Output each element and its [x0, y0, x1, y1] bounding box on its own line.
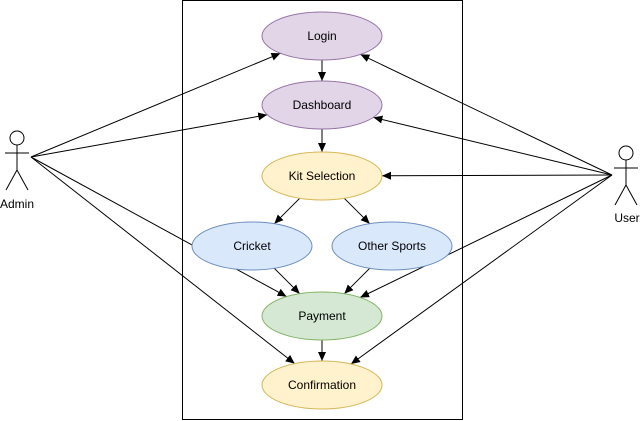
use-case-kit-selection-shape — [261, 151, 383, 201]
relation-other-sports-to-payment — [343, 267, 371, 295]
use-case-payment-label: Payment — [298, 309, 346, 323]
use-case-other-sports[interactable]: Other Sports — [331, 221, 453, 271]
relation-user-to-dashboard — [373, 115, 613, 176]
use-case-dashboard-label: Dashboard — [293, 98, 352, 112]
use-case-login-label: Login — [307, 29, 336, 43]
use-case-confirmation-label: Confirmation — [288, 378, 356, 392]
relation-admin-to-payment — [30, 156, 287, 298]
relation-user-to-confirmation — [350, 174, 613, 365]
relation-user-to-kit-selection — [381, 171, 613, 180]
actor-admin-head — [9, 130, 25, 146]
use-case-cricket-shape — [191, 221, 313, 271]
use-case-login-shape — [261, 11, 383, 61]
use-case-dashboard-shape — [261, 80, 383, 130]
use-case-payment[interactable]: Payment — [261, 291, 383, 341]
system-boundary — [182, 0, 463, 420]
actor-user-right-leg — [625, 184, 638, 206]
relation-cricket-to-payment — [273, 267, 301, 295]
use-case-kit-selection[interactable]: Kit Selection — [261, 151, 383, 201]
use-case-cricket-label: Cricket — [233, 239, 271, 253]
use-case-kit-selection-label: Kit Selection — [289, 169, 356, 183]
use-case-payment-shape — [261, 291, 383, 341]
relation-admin-to-login — [30, 52, 281, 158]
relation-kit-selection-to-cricket — [273, 197, 301, 225]
relation-user-to-payment — [359, 174, 613, 298]
use-case-login[interactable]: Login — [261, 11, 383, 61]
relation-admin-to-dashboard — [30, 112, 268, 158]
use-case-other-sports-label: Other Sports — [358, 239, 426, 253]
actor-user-head — [618, 145, 634, 161]
relation-user-to-login — [360, 53, 613, 176]
actor-user[interactable] — [614, 145, 638, 206]
use-case-cricket[interactable]: Cricket — [191, 221, 313, 271]
actor-user-label: User — [614, 211, 639, 225]
actor-admin-right-leg — [16, 169, 29, 191]
use-case-other-sports-shape — [331, 221, 453, 271]
use-case-confirmation[interactable]: Confirmation — [261, 360, 383, 410]
actor-user-left-leg — [614, 184, 627, 206]
relation-kit-selection-to-other-sports — [343, 197, 371, 225]
actor-admin-label: Admin — [0, 197, 34, 211]
relation-lines — [30, 52, 613, 365]
use-case-dashboard[interactable]: Dashboard — [261, 80, 383, 130]
relation-admin-to-confirmation — [30, 156, 296, 364]
actor-admin[interactable] — [5, 130, 29, 191]
actor-admin-left-leg — [5, 169, 18, 191]
use-case-confirmation-shape — [261, 360, 383, 410]
